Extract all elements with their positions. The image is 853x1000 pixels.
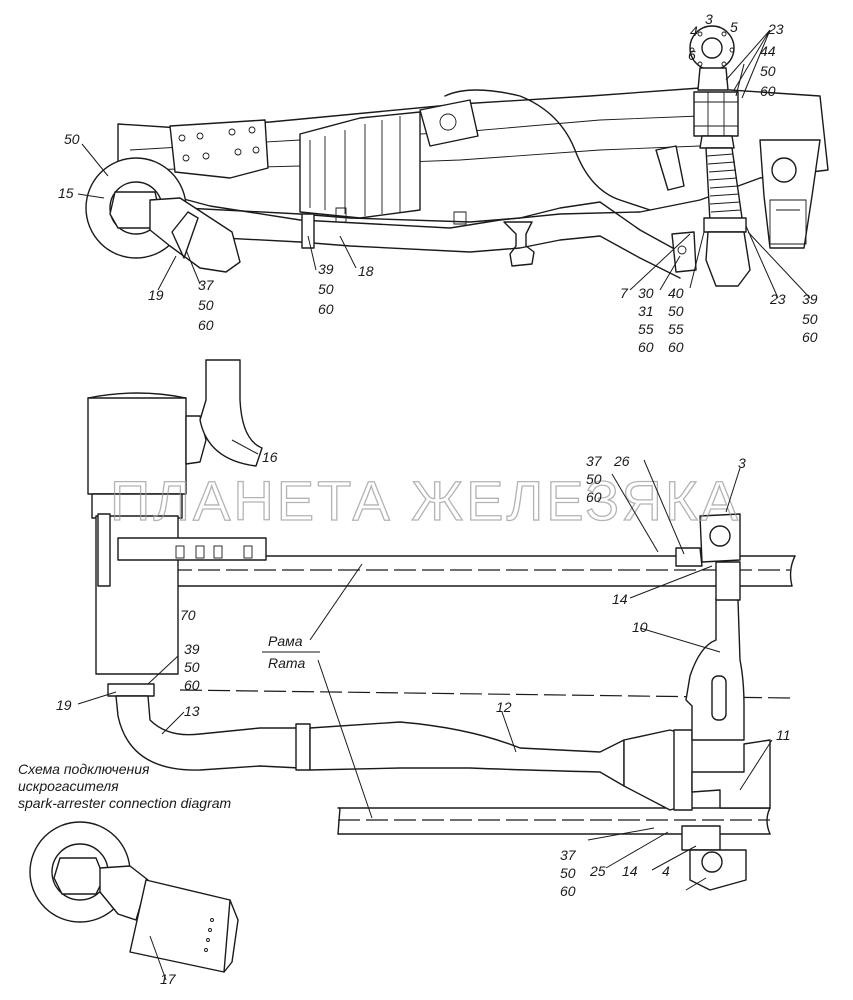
callout-60-c: 60 bbox=[760, 83, 776, 99]
callout-50-top-left: 50 bbox=[64, 131, 80, 147]
callout-60-i: 60 bbox=[560, 883, 576, 899]
callout-37-b: 37 bbox=[586, 453, 603, 469]
inset-caption-line3: spark-arrester connection diagram bbox=[18, 795, 232, 811]
svg-text:6: 6 bbox=[688, 47, 696, 63]
callout-13: 13 bbox=[184, 703, 200, 719]
callout-37-c: 37 bbox=[560, 847, 577, 863]
callout-60-e: 60 bbox=[668, 339, 684, 355]
plan-view-drawing bbox=[87, 359, 796, 891]
callout-50-h: 50 bbox=[560, 865, 576, 881]
callout-70: 70 bbox=[180, 607, 196, 623]
side-view-drawing: 3 5 4 6 bbox=[85, 11, 829, 287]
callout-30: 30 bbox=[638, 285, 654, 301]
callout-60-a: 60 bbox=[198, 317, 214, 333]
callout-14-a: 14 bbox=[612, 591, 628, 607]
callout-39-right: 39 bbox=[802, 291, 818, 307]
svg-text:5: 5 bbox=[730, 19, 738, 35]
callout-19-top: 19 bbox=[148, 287, 164, 303]
callout-60-h: 60 bbox=[184, 677, 200, 693]
callout-39-b: 39 bbox=[184, 641, 200, 657]
frame-label-en: Rama bbox=[268, 655, 306, 671]
callout-50-g: 50 bbox=[184, 659, 200, 675]
callout-31: 31 bbox=[638, 303, 654, 319]
watermark: ПЛАНЕТА ЖЕЛЕЗЯКА bbox=[110, 469, 741, 532]
callout-55-a: 55 bbox=[638, 321, 654, 337]
callout-11: 11 bbox=[776, 727, 791, 743]
callout-44: 44 bbox=[760, 43, 776, 59]
spark-arrester-body bbox=[129, 879, 231, 973]
callout-23-top: 23 bbox=[767, 21, 784, 37]
callout-60-f: 60 bbox=[802, 329, 818, 345]
spark-arrester-inset bbox=[29, 821, 239, 973]
frame-label: Рама Rama bbox=[262, 563, 373, 819]
callout-numbers: 50 15 19 37 50 60 39 18 50 60 23 44 50 6… bbox=[56, 21, 818, 987]
callout-50-e: 50 bbox=[802, 311, 818, 327]
callout-17: 17 bbox=[160, 971, 177, 987]
svg-text:4: 4 bbox=[690, 23, 698, 39]
callout-4: 4 bbox=[662, 863, 670, 879]
callout-12: 12 bbox=[496, 699, 512, 715]
callout-14-b: 14 bbox=[622, 863, 638, 879]
inset-caption-line1: Схема подключения bbox=[18, 761, 150, 777]
callout-3: 3 bbox=[738, 455, 746, 471]
callout-60-b: 60 bbox=[318, 301, 334, 317]
callout-10: 10 bbox=[632, 619, 648, 635]
callout-55-b: 55 bbox=[668, 321, 684, 337]
callout-50-c: 50 bbox=[760, 63, 776, 79]
inset-caption: Схема подключения искрогасителя spark-ar… bbox=[18, 761, 232, 811]
callout-60-d: 60 bbox=[638, 339, 654, 355]
callout-16: 16 bbox=[262, 449, 278, 465]
leader-lines bbox=[77, 29, 811, 981]
callout-37-top: 37 bbox=[198, 277, 215, 293]
callout-25: 25 bbox=[589, 863, 606, 879]
callout-50-a: 50 bbox=[198, 297, 214, 313]
inset-caption-line2: искрогасителя bbox=[18, 778, 119, 794]
callout-50-d: 50 bbox=[668, 303, 684, 319]
callout-18: 18 bbox=[358, 263, 374, 279]
callout-23-low: 23 bbox=[769, 291, 786, 307]
callout-19-b: 19 bbox=[56, 697, 72, 713]
callout-60-g: 60 bbox=[586, 489, 602, 505]
callout-50-f: 50 bbox=[586, 471, 602, 487]
svg-text:3: 3 bbox=[705, 11, 713, 27]
callout-26: 26 bbox=[613, 453, 630, 469]
callout-15: 15 bbox=[58, 185, 74, 201]
callout-7: 7 bbox=[620, 285, 629, 301]
callout-39-mid: 39 bbox=[318, 261, 334, 277]
frame-label-ru: Рама bbox=[268, 633, 303, 649]
callout-40: 40 bbox=[668, 285, 684, 301]
callout-50-b: 50 bbox=[318, 281, 334, 297]
